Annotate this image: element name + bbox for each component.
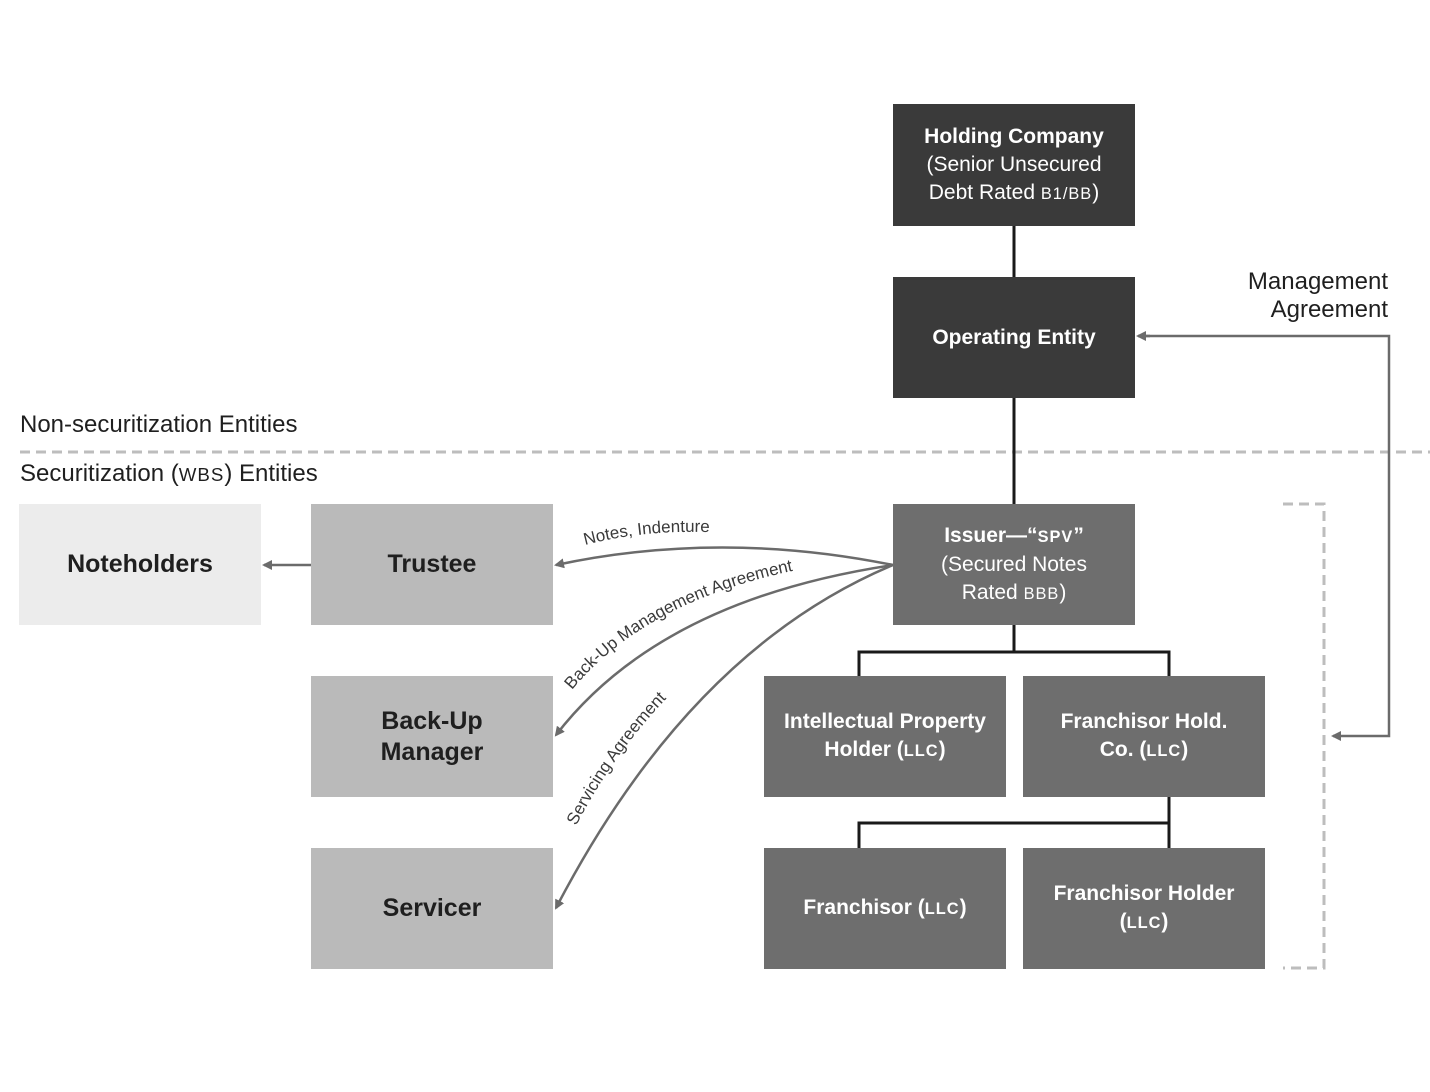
franchisor-holder-line2-prefix: ( xyxy=(1119,910,1127,933)
franchisor-holder-line2: (LLC) xyxy=(1120,908,1169,937)
notes-indenture-arrow xyxy=(554,546,895,567)
holding-company-line3-prefix: Debt Rated xyxy=(928,180,1041,204)
ip-holder-line2-suffix: ) xyxy=(938,738,946,761)
issuer-line2: (Secured Notes xyxy=(941,552,1087,576)
ip-holder-line2: Holder (LLC) xyxy=(824,736,945,765)
management-agreement-connector xyxy=(1140,334,1391,741)
franchisor-hold-co-line2-suffix: ) xyxy=(1181,738,1189,761)
franchisor-holder-line2-suffix: ) xyxy=(1161,910,1169,933)
issuer-line3-suffix: ) xyxy=(1059,580,1067,604)
connector-holdco-children xyxy=(857,797,1171,848)
issuer-title-abbr: SPV xyxy=(1037,527,1074,546)
backup-management-label: Back-Up Management Agreement xyxy=(561,556,795,693)
backup-manager-box: Back-Up Manager xyxy=(311,676,553,797)
securitization-suffix: ) Entities xyxy=(224,460,318,487)
franchisor-hold-co-line2: Co. (LLC) xyxy=(1100,736,1188,765)
ip-holder-line2-prefix: Holder ( xyxy=(824,738,904,761)
operating-entity-box: Operating Entity xyxy=(893,277,1135,398)
management-agreement-line1: Management xyxy=(1247,268,1388,295)
issuer-title: Issuer—“SPV” xyxy=(944,522,1084,551)
backup-manager-line2: Manager xyxy=(380,737,484,766)
issuer-line3: Rated BBB) xyxy=(962,579,1067,608)
securitization-label: Securitization (WBS) Entities xyxy=(20,460,318,488)
connector-issuer-children xyxy=(857,625,1171,676)
management-agreement-label: Management Agreement xyxy=(1248,268,1388,324)
holding-company-rating: B1/BB xyxy=(1040,184,1093,203)
holding-company-title: Holding Company xyxy=(924,124,1104,148)
servicer-box: Servicer xyxy=(311,848,553,969)
ip-holder-abbr: LLC xyxy=(903,742,939,760)
trustee-title: Trustee xyxy=(387,550,477,578)
securitization-abbr: WBS xyxy=(178,464,225,485)
issuer-spv-box: Issuer—“SPV” (Secured Notes Rated BBB) xyxy=(893,504,1135,625)
franchisor-holder-line1: Franchisor Holder xyxy=(1053,882,1235,905)
trustee-box: Trustee xyxy=(311,504,553,625)
ip-holder-box: Intellectual Property Holder (LLC) xyxy=(764,676,1006,797)
notes-indenture-label: Notes, Indenture xyxy=(581,517,710,549)
franchisor-hold-co-abbr: LLC xyxy=(1146,742,1182,760)
franchisor-title: Franchisor (LLC) xyxy=(803,894,966,923)
holding-company-line2: (Senior Unsecured xyxy=(926,152,1102,176)
securitization-prefix: Securitization ( xyxy=(20,460,179,487)
franchisor-box: Franchisor (LLC) xyxy=(764,848,1006,969)
ip-holder-line1: Intellectual Property xyxy=(784,710,986,733)
non-securitization-text: Non-securitization Entities xyxy=(20,411,298,438)
issuer-title-suffix: ” xyxy=(1073,523,1084,547)
securitization-bracket xyxy=(1283,502,1326,970)
issuer-rating: BBB xyxy=(1023,584,1060,603)
franchisor-hold-co-line1: Franchisor Hold. xyxy=(1060,710,1228,733)
backup-manager-line1: Back-Up xyxy=(381,706,483,735)
issuer-title-prefix: Issuer—“ xyxy=(944,523,1038,547)
franchisor-holder-abbr: LLC xyxy=(1126,914,1162,932)
holding-company-line3-suffix: ) xyxy=(1092,180,1100,204)
franchisor-hold-co-box: Franchisor Hold. Co. (LLC) xyxy=(1023,676,1265,797)
servicer-title: Servicer xyxy=(382,894,482,922)
issuer-line3-prefix: Rated xyxy=(961,580,1024,604)
franchisor-hold-co-line2-prefix: Co. ( xyxy=(1099,738,1147,761)
franchisor-suffix: ) xyxy=(959,896,967,919)
management-agreement-line2: Agreement xyxy=(1270,296,1388,323)
franchisor-abbr: LLC xyxy=(924,900,960,918)
holding-company-box: Holding Company (Senior Unsecured Debt R… xyxy=(893,104,1135,226)
operating-entity-title: Operating Entity xyxy=(932,325,1096,349)
non-securitization-label: Non-securitization Entities xyxy=(20,411,297,439)
franchisor-prefix: Franchisor ( xyxy=(803,896,925,919)
franchisor-holder-box: Franchisor Holder (LLC) xyxy=(1023,848,1265,969)
holding-company-line3: Debt Rated B1/BB) xyxy=(929,179,1099,208)
noteholders-box: Noteholders xyxy=(19,504,261,625)
noteholders-title: Noteholders xyxy=(67,550,213,578)
